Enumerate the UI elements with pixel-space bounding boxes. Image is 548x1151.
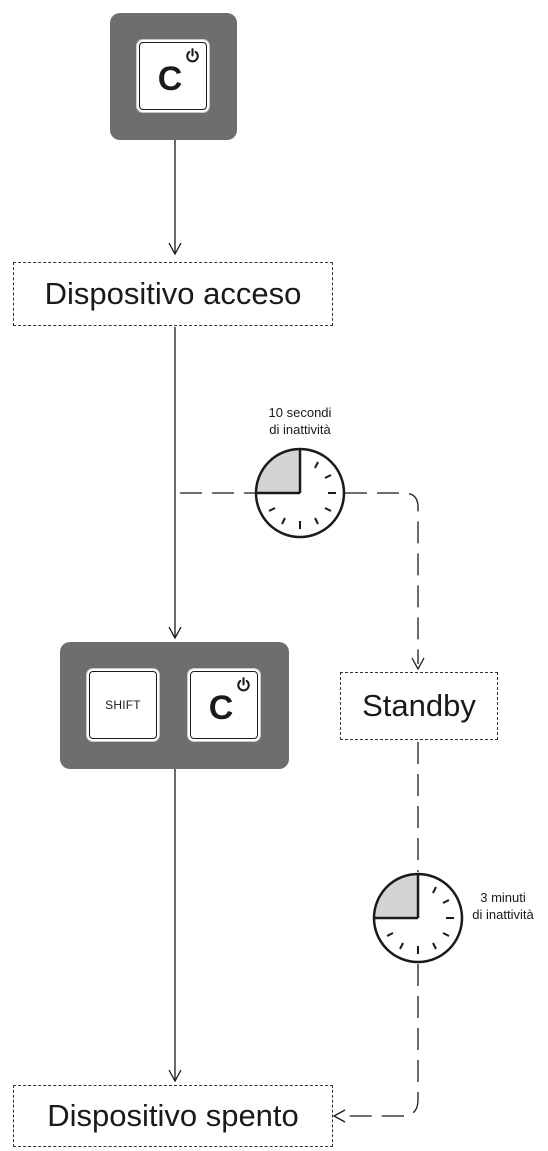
c-key-letter: C (157, 60, 183, 98)
arrowhead-off (332, 1109, 346, 1123)
keypad-power: C (110, 13, 237, 140)
power-icon (186, 48, 199, 63)
power-icon (237, 677, 250, 692)
clock-icon-10-seconds (254, 447, 346, 539)
shift-key[interactable]: SHIFT (89, 671, 157, 739)
timer-label-3-minutes-line1: 3 minuti (480, 890, 526, 905)
power-c-key[interactable]: C (190, 671, 258, 739)
state-standby: Standby (340, 672, 498, 740)
clock-icon-3-minutes (372, 872, 464, 964)
timer-label-10-seconds: 10 secondi di inattività (240, 404, 360, 438)
c-key-letter: C (208, 689, 234, 727)
timer-label-3-minutes-line2: di inattività (472, 907, 534, 922)
keypad-shift-power: SHIFT C (60, 642, 289, 769)
shift-key-label: SHIFT (105, 698, 141, 712)
arrow-on-to-keypad (168, 327, 182, 640)
power-c-key[interactable]: C (139, 42, 207, 110)
timer-label-10-seconds-line1: 10 secondi (268, 405, 332, 420)
arrow-keypad-to-off (168, 769, 182, 1083)
state-device-off: Dispositivo spento (13, 1085, 333, 1147)
arrow-power-to-on (168, 140, 182, 256)
arrowhead-standby (411, 657, 425, 671)
state-device-on: Dispositivo acceso (13, 262, 333, 326)
dashed-path-to-standby (180, 492, 419, 664)
dashed-path-to-off (344, 742, 419, 1117)
timer-label-10-seconds-line2: di inattività (269, 422, 331, 437)
timer-label-3-minutes: 3 minuti di inattività (460, 889, 546, 923)
